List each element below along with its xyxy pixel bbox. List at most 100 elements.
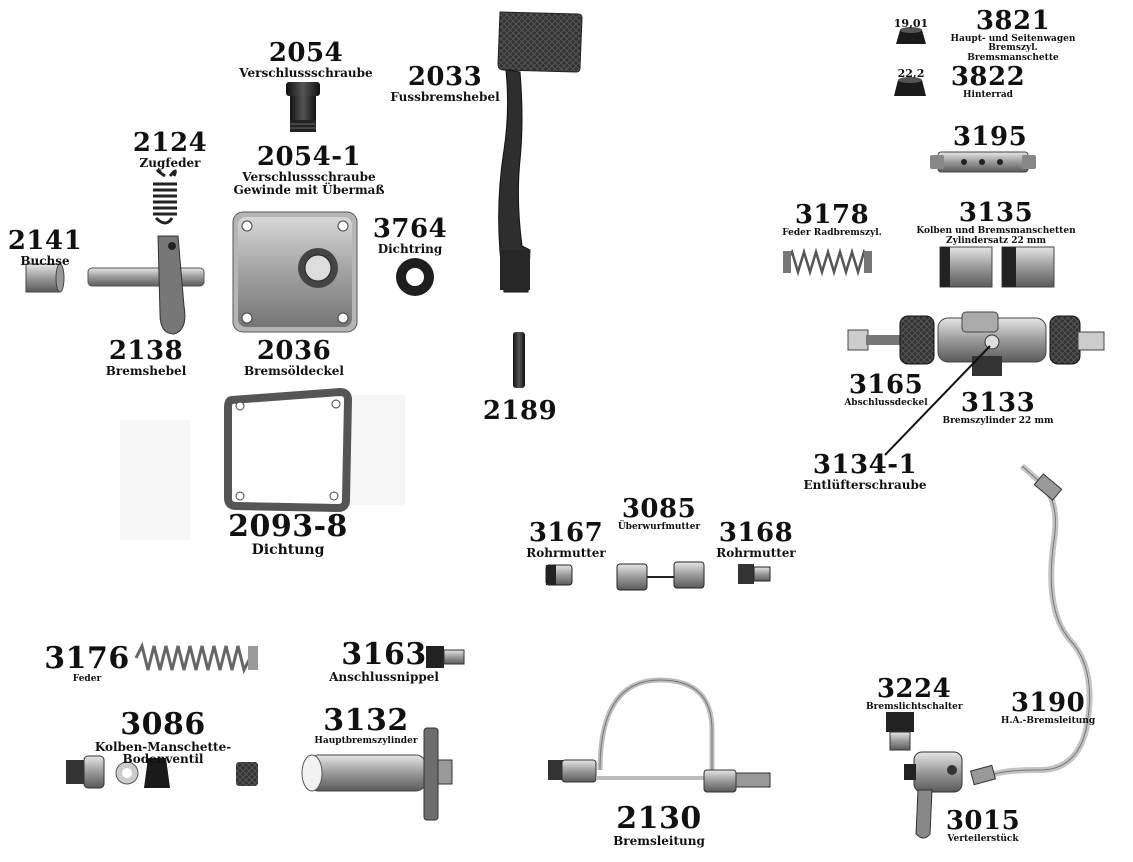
part-2189-graphic (513, 332, 525, 388)
part-3132-graphic (301, 727, 453, 821)
part-2130-graphic (548, 677, 771, 793)
part-3015-graphic (904, 751, 963, 839)
part-name: Bremshebel (105, 364, 187, 378)
part-name: H.A.-Bremsleitung (1000, 716, 1096, 726)
part-3176-graphic (134, 641, 258, 675)
label-2054-1: 2054-1 Verschlussschraube Gewinde mit Üb… (226, 144, 392, 196)
part-3086-graphic (66, 755, 258, 789)
part-name: Entlüfterschraube (803, 478, 927, 492)
part-number: 2093-8 (228, 509, 348, 544)
label-2033: 2033 Fussbremshebel (380, 64, 510, 103)
part-number: 3015 (945, 806, 1021, 836)
part-3224-graphic (886, 712, 914, 751)
part-3195-graphic (930, 151, 1036, 173)
label-3224: 3224 Bremslichtschalter (866, 674, 963, 712)
part-number: 3176 (44, 641, 130, 676)
label-3176: 3176 Feder (40, 644, 134, 684)
part-name: Verschlussschraube (242, 170, 376, 184)
part-number: 2033 (407, 62, 483, 92)
label-3135: 3135 Kolben und Bremsmanschetten Zylinde… (906, 200, 1086, 246)
label-3821: 3821 Haupt- und Seitenwagen Bremszyl. Br… (928, 8, 1098, 63)
size-3822: 22,2 (897, 67, 925, 80)
part-number: 3133 (960, 388, 1036, 418)
part-name: Abschlussdeckel (844, 398, 928, 408)
label-2141: 2141 Buchse (6, 228, 84, 267)
part-3167-graphic (545, 564, 573, 586)
part-3168-graphic (738, 564, 771, 584)
part-number: 3135 (958, 198, 1034, 228)
part-3085-graphic (616, 561, 705, 591)
part-number: 3178 (794, 200, 870, 230)
part-number: 2036 (256, 336, 332, 366)
part-number: 3195 (952, 122, 1028, 152)
label-3132: 3132 Hauptbremszylinder (310, 706, 422, 746)
part-number: 2141 (7, 226, 83, 256)
part-3821-graphic (896, 27, 926, 44)
label-3167: 3167 Rohrmutter (520, 520, 612, 559)
pointer-line-3134-1 (884, 345, 991, 456)
part-3163-graphic (426, 646, 465, 668)
part-number: 3764 (372, 214, 448, 244)
part-3135-graphic (939, 246, 1055, 288)
label-2036: 2036 Bremsöldeckel (236, 338, 352, 377)
part-name: Rohrmutter (716, 546, 796, 560)
part-number: 3224 (876, 674, 952, 704)
part-number: 3163 (341, 637, 427, 672)
part-3133-graphic (847, 311, 1105, 376)
label-3168: 3168 Rohrmutter (710, 520, 802, 559)
label-3195: 3195 (946, 124, 1034, 150)
part-3178-graphic (783, 247, 872, 277)
label-2054: 2054 Verschlussschraube (236, 40, 376, 79)
part-number: 2130 (616, 801, 702, 836)
label-2093-8: 2093-8 Dichtung (210, 509, 366, 558)
part-name: Verteilerstück (947, 834, 1019, 844)
part-number: 2189 (482, 396, 558, 426)
part-name-2: Bremsmanschette (967, 53, 1059, 63)
part-name: Verschlussschraube (239, 66, 373, 80)
part-name: Hauptbremszylinder (314, 736, 418, 746)
part-2138-graphic (87, 235, 205, 335)
part-number: 3165 (848, 370, 924, 400)
part-name: Feder (72, 674, 102, 684)
label-2138: 2138 Bremshebel (98, 338, 194, 377)
part-3764-graphic (396, 258, 434, 296)
part-2124-graphic (153, 169, 177, 225)
part-name: Überwurfmutter (617, 522, 701, 532)
part-name: Fussbremshebel (390, 90, 500, 104)
part-name: Buchse (20, 254, 70, 268)
label-2124: 2124 Zugfeder (125, 130, 215, 169)
label-3134-1: 3134-1 Entlüfterschraube (790, 452, 940, 491)
part-name: Rohrmutter (526, 546, 606, 560)
part-name: Bremslichtschalter (866, 702, 963, 712)
part-number: 3134-1 (812, 450, 918, 480)
part-name: Hinterrad (963, 90, 1013, 100)
part-name: Kolben und Bremsmanschetten (916, 226, 1076, 236)
part-2141-graphic (25, 263, 65, 293)
label-3190: 3190 H.A.-Bremsleitung (1000, 690, 1096, 726)
part-number: 2124 (132, 128, 208, 158)
label-3163: 3163 Anschlussnippel (322, 637, 446, 684)
part-name: Anschlussnippel (329, 670, 439, 684)
part-number: 3168 (718, 518, 794, 548)
part-number: 3190 (1010, 688, 1086, 718)
part-number: 3821 (975, 6, 1051, 36)
part-2033-graphic (497, 11, 583, 293)
part-number: 2054 (268, 38, 344, 68)
size-3821: 19,01 (893, 17, 929, 30)
label-3086: 3086 Kolben-Manschette-Bodenventil (58, 710, 268, 766)
part-name: Bremszylinder 22 mm (942, 416, 1054, 426)
part-2054-graphic (286, 82, 320, 132)
part-name-2: Zylindersatz 22 mm (946, 236, 1046, 246)
part-name-2: Gewinde mit Übermaß (233, 183, 385, 197)
part-name: Haupt- und Seitenwagen Bremszyl. (950, 34, 1076, 53)
part-number: 3085 (621, 494, 697, 524)
part-name: Zugfeder (139, 156, 201, 170)
part-3190-graphic (969, 463, 1093, 786)
part-name: Bremsleitung (613, 834, 705, 848)
label-3015: 3015 Verteilerstück (940, 808, 1026, 844)
part-number: 2054-1 (256, 142, 362, 172)
part-3822-graphic (894, 77, 926, 96)
label-3165: 3165 Abschlussdeckel (838, 372, 934, 408)
label-3822: 3822 Hinterrad (946, 64, 1030, 100)
